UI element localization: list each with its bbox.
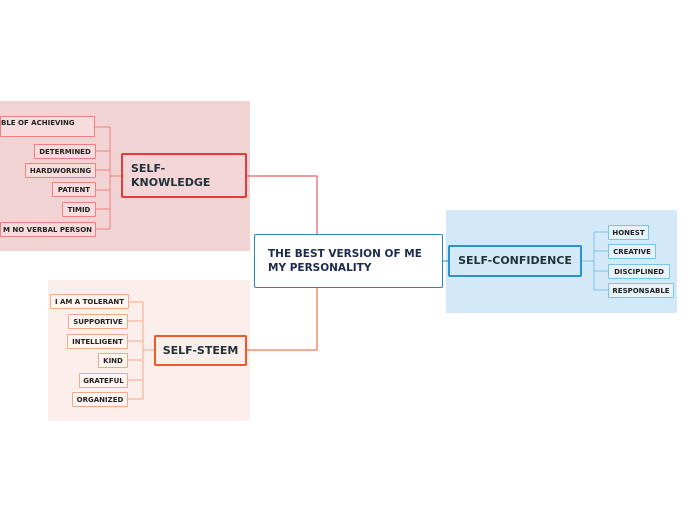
steem-leaf-label: GRATEFUL — [83, 376, 124, 385]
confidence-leaf-label: RESPONSABLE — [612, 286, 670, 295]
steem-leaf[interactable]: I AM A TOLERANT — [50, 294, 129, 309]
steem-leaf-label: ORGANIZED — [76, 395, 124, 404]
steem-leaf-label: KIND — [103, 356, 123, 365]
confidence-leaf-label: CREATIVE — [613, 247, 651, 256]
confidence-leaf-label: HONEST — [612, 228, 645, 237]
links-steem — [128, 301, 154, 400]
steem-leaf-label: INTELLIGENT — [72, 337, 123, 346]
knowledge-leaf[interactable]: BLE OF ACHIEVING — [0, 116, 95, 137]
knowledge-leaf-label: DETERMINED — [39, 147, 91, 156]
confidence-leaf[interactable]: CREATIVE — [608, 244, 656, 259]
links-knowledge — [95, 126, 121, 230]
central-topic-line1: THE BEST VERSION OF ME — [268, 248, 422, 260]
steem-leaf-label: SUPPORTIVE — [73, 317, 123, 326]
links-confidence — [582, 231, 608, 291]
self-knowledge-label-line1: SELF- — [131, 161, 166, 175]
confidence-leaf[interactable]: HONEST — [608, 225, 649, 240]
link-central-knowledge — [247, 175, 318, 234]
knowledge-leaf[interactable]: HARDWORKING — [25, 163, 96, 178]
steem-leaf[interactable]: KIND — [98, 353, 128, 368]
self-knowledge-node[interactable]: SELF- KNOWLEDGE — [121, 153, 247, 198]
central-topic[interactable]: THE BEST VERSION OF ME MY PERSONALITY — [254, 234, 443, 288]
steem-leaf[interactable]: ORGANIZED — [72, 392, 128, 407]
knowledge-leaf[interactable]: M NO VERBAL PERSON — [0, 222, 96, 237]
knowledge-leaf-label: M NO VERBAL PERSON — [3, 225, 93, 234]
confidence-leaf[interactable]: RESPONSABLE — [608, 283, 674, 298]
self-knowledge-label-line2: KNOWLEDGE — [131, 175, 211, 189]
knowledge-leaf-label: BLE OF ACHIEVING — [1, 119, 75, 127]
knowledge-leaf-label: TIMID — [67, 205, 91, 214]
self-steem-label: SELF-STEEM — [162, 343, 239, 357]
knowledge-leaf[interactable]: PATIENT — [52, 182, 96, 197]
steem-leaf[interactable]: INTELLIGENT — [67, 334, 128, 349]
steem-leaf[interactable]: GRATEFUL — [79, 373, 128, 388]
knowledge-leaf[interactable]: DETERMINED — [34, 144, 96, 159]
steem-leaf-label: I AM A TOLERANT — [54, 297, 125, 306]
steem-leaf[interactable]: SUPPORTIVE — [68, 314, 128, 329]
confidence-leaf-label: DISCIPLINED — [614, 267, 664, 276]
confidence-leaf[interactable]: DISCIPLINED — [608, 264, 670, 279]
self-confidence-label: SELF-CONFIDENCE — [458, 254, 572, 267]
knowledge-leaf[interactable]: TIMID — [62, 202, 96, 217]
knowledge-leaf-label: HARDWORKING — [29, 166, 92, 175]
self-confidence-node[interactable]: SELF-CONFIDENCE — [448, 245, 582, 277]
link-central-steem — [247, 288, 318, 351]
knowledge-leaf-label: PATIENT — [57, 185, 91, 194]
central-topic-line2: MY PERSONALITY — [268, 262, 372, 274]
self-steem-node[interactable]: SELF-STEEM — [154, 335, 247, 366]
